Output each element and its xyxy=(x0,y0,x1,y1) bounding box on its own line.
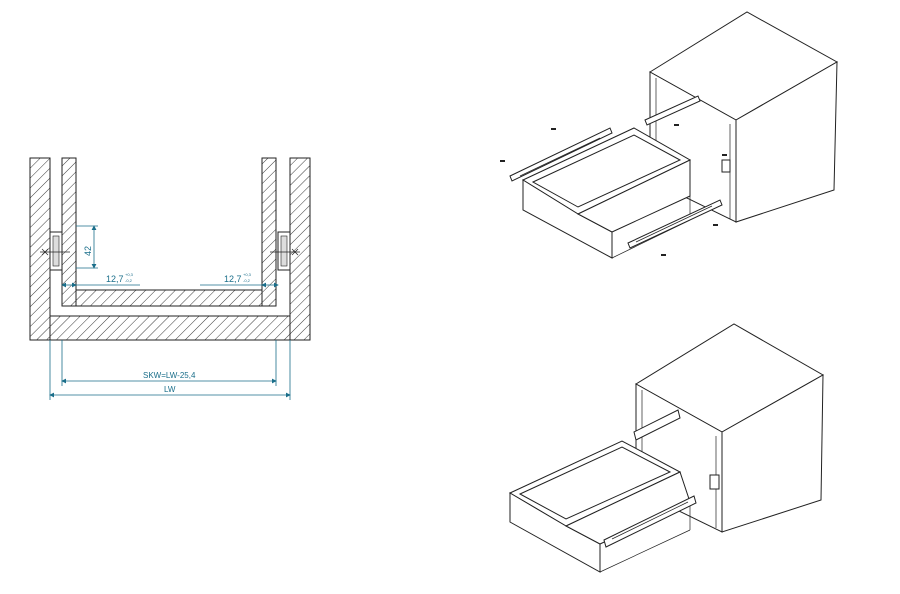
cabinet-side-left xyxy=(29,157,51,341)
right-gap-tolerance-upper: +0,3 xyxy=(243,272,252,277)
cabinet-rail-upper xyxy=(644,95,701,126)
cabinet-bottom xyxy=(49,315,291,341)
right-gap-label: 12,7 xyxy=(224,274,242,284)
drawer-bottom xyxy=(75,289,263,307)
section-view: 42 12,7 +0,3 -0,2 12,7 +0,3 -0,2 SKW=LW-… xyxy=(29,157,311,400)
slide-rail-right xyxy=(627,199,723,249)
left-gap-tolerance-upper: +0,3 xyxy=(125,272,134,277)
cabinet-side-right xyxy=(289,157,311,341)
slide-rail-left xyxy=(509,127,613,182)
drawer-inner xyxy=(531,134,682,208)
slide-left xyxy=(40,231,70,271)
left-gap-label: 12,7 xyxy=(106,274,124,284)
outer-width-label: LW xyxy=(164,385,176,394)
cabinet-rail-bracket xyxy=(721,159,731,173)
drawer-side-left xyxy=(61,157,77,307)
exploded-assembly-view xyxy=(500,11,839,259)
cabinet2-bracket xyxy=(709,474,720,490)
right-gap-tolerance-lower: -0,2 xyxy=(243,278,251,283)
assembled-view xyxy=(508,323,825,573)
drawer-side-right xyxy=(261,157,277,307)
inner-width-label: SKW=LW-25,4 xyxy=(143,371,196,380)
height-42-label: 42 xyxy=(83,246,93,256)
drawer-side-right-face xyxy=(576,159,691,233)
drawer2-slide-rail xyxy=(603,495,697,548)
left-gap-tolerance-lower: -0,2 xyxy=(125,278,133,283)
cabinet2-rail xyxy=(633,409,681,441)
slide-right xyxy=(270,231,300,271)
drawer2-inner xyxy=(518,446,672,520)
screws xyxy=(500,124,727,256)
drawer2-front xyxy=(509,492,601,573)
